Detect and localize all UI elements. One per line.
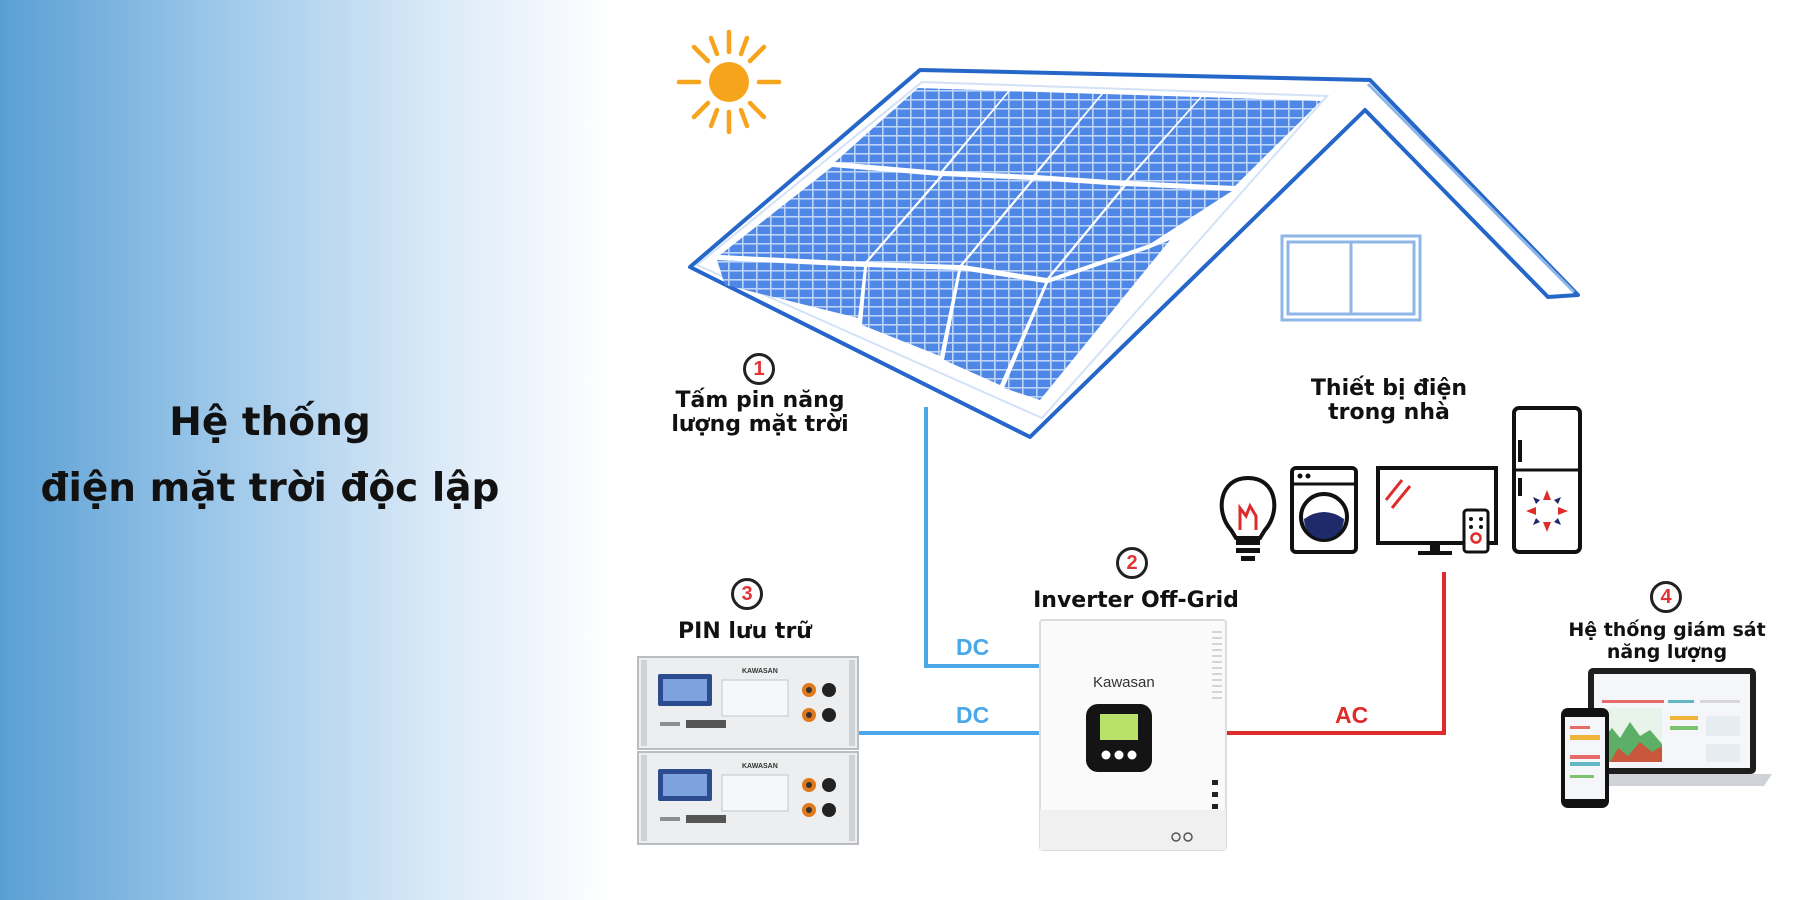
battery-number-badge: 3 [731,578,763,610]
light-bulb-icon [1219,475,1277,561]
battery-module-top [637,656,859,750]
panel-label-line1: Tấm pin năng [675,388,845,413]
inverter-number-badge: 2 [1116,547,1148,579]
panel-number-badge: 1 [743,353,775,385]
monitor-label: Hệ thống giám sát năng lượng [1550,619,1784,663]
appliances-label: Thiết bị điện trong nhà [1274,377,1504,425]
remote-icon [1462,508,1490,554]
appliances-label-line1: Thiết bị điện [1310,376,1468,401]
wire-panel-to-inverter [924,407,1040,668]
laptop-icon [1572,668,1772,786]
appliances-label-line2: trong nhà [1328,400,1450,425]
dc-label-panel: DC [956,634,990,660]
battery-rack [637,656,859,845]
inverter-brand: Kawasan [1093,674,1155,691]
battery-label: PIN lưu trữ [678,619,812,644]
monitor-label-line1: Hệ thống giám sát [1568,619,1766,641]
monitor-label-line2: năng lượng [1606,641,1728,663]
page-title-line1: Hệ thống [169,400,371,445]
monitor-number-badge: 4 [1650,581,1682,613]
inverter-label: Inverter Off-Grid [1033,588,1239,613]
panel-label: Tấm pin năng lượng mặt trời [650,389,870,437]
ac-label: AC [1335,702,1369,728]
battery-module-bottom [637,751,859,845]
battery-brand-bottom: KAWASAN [742,763,778,770]
dc-label-battery: DC [956,702,990,728]
window-icon [1280,234,1422,322]
inverter-device [1039,619,1227,851]
washing-machine-icon [1290,466,1358,554]
solar-panel-array [695,80,1330,420]
page-title-line2: điện mặt trời độc lập [40,466,500,511]
battery-brand-top: KAWASAN [742,668,778,675]
refrigerator-icon [1512,406,1582,554]
panel-label-line2: lượng mặt trời [671,412,849,437]
phone-icon [1561,708,1609,808]
house-outline [688,68,1580,439]
page-title: Hệ thống điện mặt trời độc lập [20,390,520,522]
wire-inverter-to-loads [1226,572,1446,735]
sun-icon [676,29,782,135]
